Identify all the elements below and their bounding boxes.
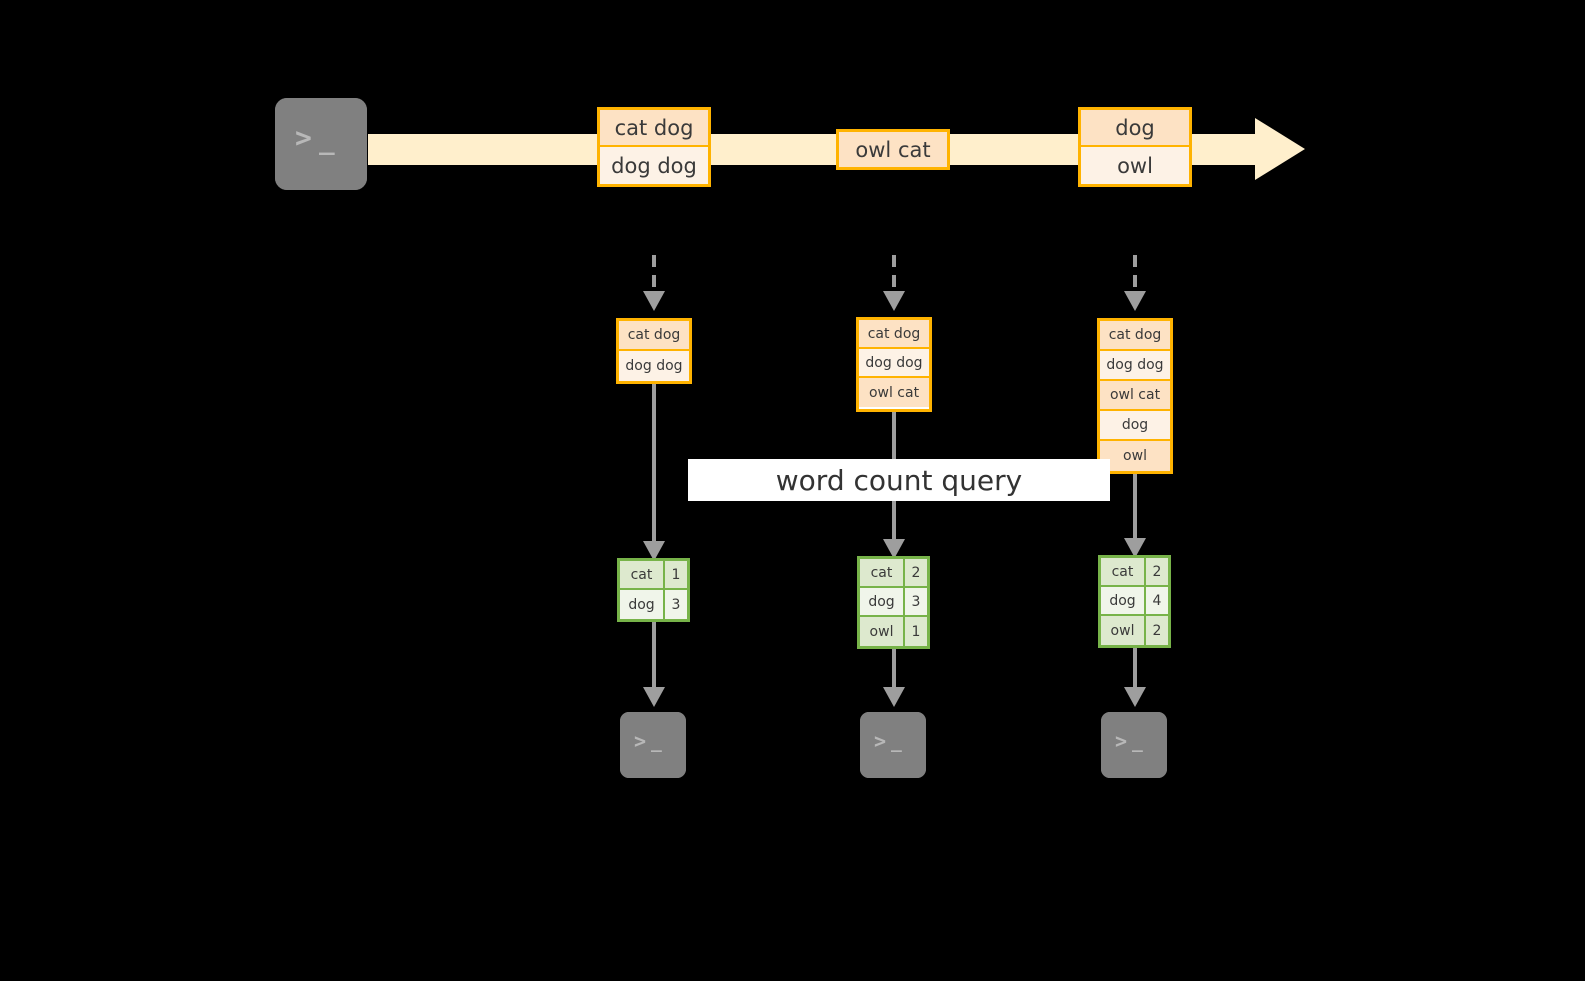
result-3-row-2-word: dog (1101, 587, 1146, 614)
source-terminal-icon[interactable]: > _ (266, 89, 376, 199)
stream-batch-3-line-1: dog (1081, 110, 1189, 147)
result-1-row-1-word: cat (620, 561, 665, 588)
snapshot-3-line-1: cat dog (1100, 321, 1170, 351)
snapshot-2-line-3: owl cat (859, 378, 929, 407)
result-1-to-sink-1-line (652, 622, 656, 689)
result-2-row-2-word: dog (860, 588, 905, 615)
snapshot-3-to-result-3-arrowhead (1124, 538, 1146, 558)
stream-to-snapshot-2-arrowhead (883, 291, 905, 311)
snapshot-1-line-1: cat dog (619, 321, 689, 351)
sink-1-body (620, 712, 686, 778)
query-label: word count query (688, 459, 1110, 501)
result-2-row-3-word: owl (860, 617, 905, 646)
stream-to-snapshot-2-dashed-line (892, 255, 896, 293)
snapshot-3-line-4: dog (1100, 411, 1170, 441)
result-3-row-2-count: 4 (1146, 587, 1168, 614)
result-2-row-2-count: 3 (905, 588, 927, 615)
sink-terminal-2[interactable]: > _ (851, 703, 935, 787)
result-2-to-sink-2-arrowhead (883, 687, 905, 707)
snapshot-2-box[interactable]: cat dog dog dog owl cat (856, 317, 932, 412)
result-3-row-2: dog 4 (1101, 587, 1168, 616)
sink-2-cursor-glyph: _ (891, 732, 903, 753)
snapshot-2-line-1: cat dog (859, 320, 929, 349)
result-3-table[interactable]: cat 2 dog 4 owl 2 (1098, 555, 1171, 648)
snapshot-3-to-result-3-line (1133, 474, 1137, 540)
result-1-table[interactable]: cat 1 dog 3 (617, 558, 690, 622)
snapshot-3-box[interactable]: cat dog dog dog owl cat dog owl (1097, 318, 1173, 474)
result-3-row-3: owl 2 (1101, 616, 1168, 645)
sink-3-prompt-glyph: > (1115, 729, 1129, 753)
sink-2-prompt-glyph: > (874, 729, 888, 753)
terminal-body (275, 98, 367, 190)
snapshot-2-to-result-2-arrowhead (883, 539, 905, 559)
result-3-to-sink-3-line (1133, 648, 1137, 689)
snapshot-1-to-result-1-arrowhead (643, 541, 665, 561)
sink-3-body (1101, 712, 1167, 778)
result-3-row-1: cat 2 (1101, 558, 1168, 587)
result-2-row-1-word: cat (860, 559, 905, 586)
result-3-row-3-count: 2 (1146, 616, 1168, 645)
snapshot-3-line-5: owl (1100, 441, 1170, 471)
sink-1-cursor-glyph: _ (651, 732, 663, 753)
sink-1-prompt-glyph: > (634, 729, 648, 753)
stream-to-snapshot-1-arrowhead (643, 291, 665, 311)
result-1-row-2-word: dog (620, 590, 665, 619)
stream-to-snapshot-3-arrowhead (1124, 291, 1146, 311)
sink-3-cursor-glyph: _ (1132, 732, 1144, 753)
result-1-row-2: dog 3 (620, 590, 687, 619)
stream-batch-1-line-2: dog dog (600, 147, 708, 184)
result-1-to-sink-1-arrowhead (643, 687, 665, 707)
result-2-table[interactable]: cat 2 dog 3 owl 1 (857, 556, 930, 649)
snapshot-1-line-2: dog dog (619, 351, 689, 381)
terminal-prompt-glyph: > (295, 121, 313, 154)
snapshot-1-box[interactable]: cat dog dog dog (616, 318, 692, 384)
snapshot-3-line-2: dog dog (1100, 351, 1170, 381)
snapshot-1-to-result-1-line (652, 384, 656, 543)
sink-2-body (860, 712, 926, 778)
result-2-row-1: cat 2 (860, 559, 927, 588)
stream-to-snapshot-1-dashed-line (652, 255, 656, 293)
snapshot-2-line-2: dog dog (859, 349, 929, 378)
snapshot-3-line-3: owl cat (1100, 381, 1170, 411)
result-2-row-3-count: 1 (905, 617, 927, 646)
result-3-row-1-count: 2 (1146, 558, 1168, 585)
stream-batch-2-line-1: owl cat (839, 132, 947, 167)
result-2-row-2: dog 3 (860, 588, 927, 617)
result-3-row-3-word: owl (1101, 616, 1146, 645)
result-3-to-sink-3-arrowhead (1124, 687, 1146, 707)
stream-batch-3-line-2: owl (1081, 147, 1189, 184)
stream-batch-1-line-1: cat dog (600, 110, 708, 147)
terminal-cursor-glyph: _ (319, 126, 336, 156)
result-1-row-2-count: 3 (665, 590, 687, 619)
result-2-row-3: owl 1 (860, 617, 927, 646)
result-1-row-1: cat 1 (620, 561, 687, 590)
stream-arrow-head (1255, 118, 1305, 180)
stream-batch-3[interactable]: dog owl (1078, 107, 1192, 187)
stream-to-snapshot-3-dashed-line (1133, 255, 1137, 293)
stream-batch-1[interactable]: cat dog dog dog (597, 107, 711, 187)
sink-terminal-1[interactable]: > _ (611, 703, 695, 787)
result-1-row-1-count: 1 (665, 561, 687, 588)
result-2-row-1-count: 2 (905, 559, 927, 586)
result-3-row-1-word: cat (1101, 558, 1146, 585)
sink-terminal-3[interactable]: > _ (1092, 703, 1176, 787)
stream-batch-2[interactable]: owl cat (836, 129, 950, 170)
result-2-to-sink-2-line (892, 649, 896, 689)
